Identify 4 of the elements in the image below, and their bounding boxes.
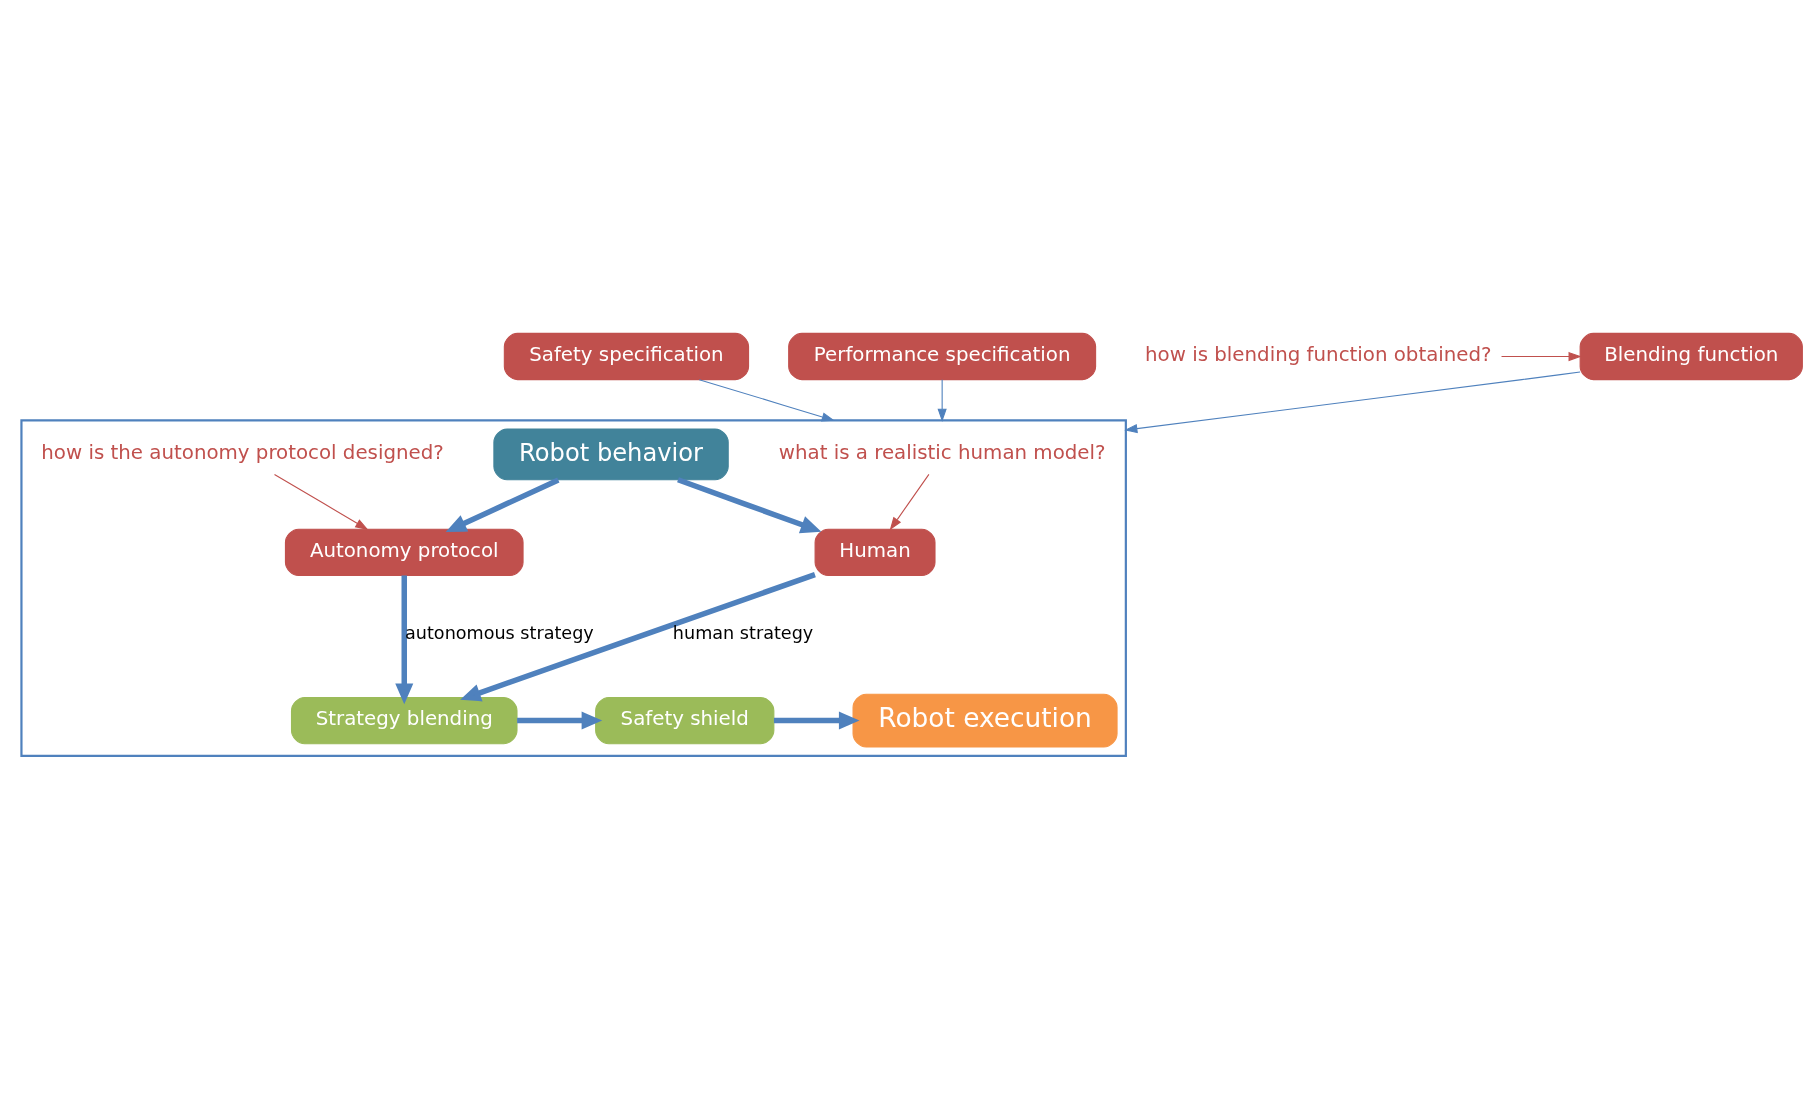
edge-label: human strategy xyxy=(672,622,814,643)
node-text: what is a realistic human model? xyxy=(778,440,1106,464)
node-text: how is the autonomy protocol designed? xyxy=(41,440,444,464)
node-text: how is blending function obtained? xyxy=(1145,342,1492,366)
